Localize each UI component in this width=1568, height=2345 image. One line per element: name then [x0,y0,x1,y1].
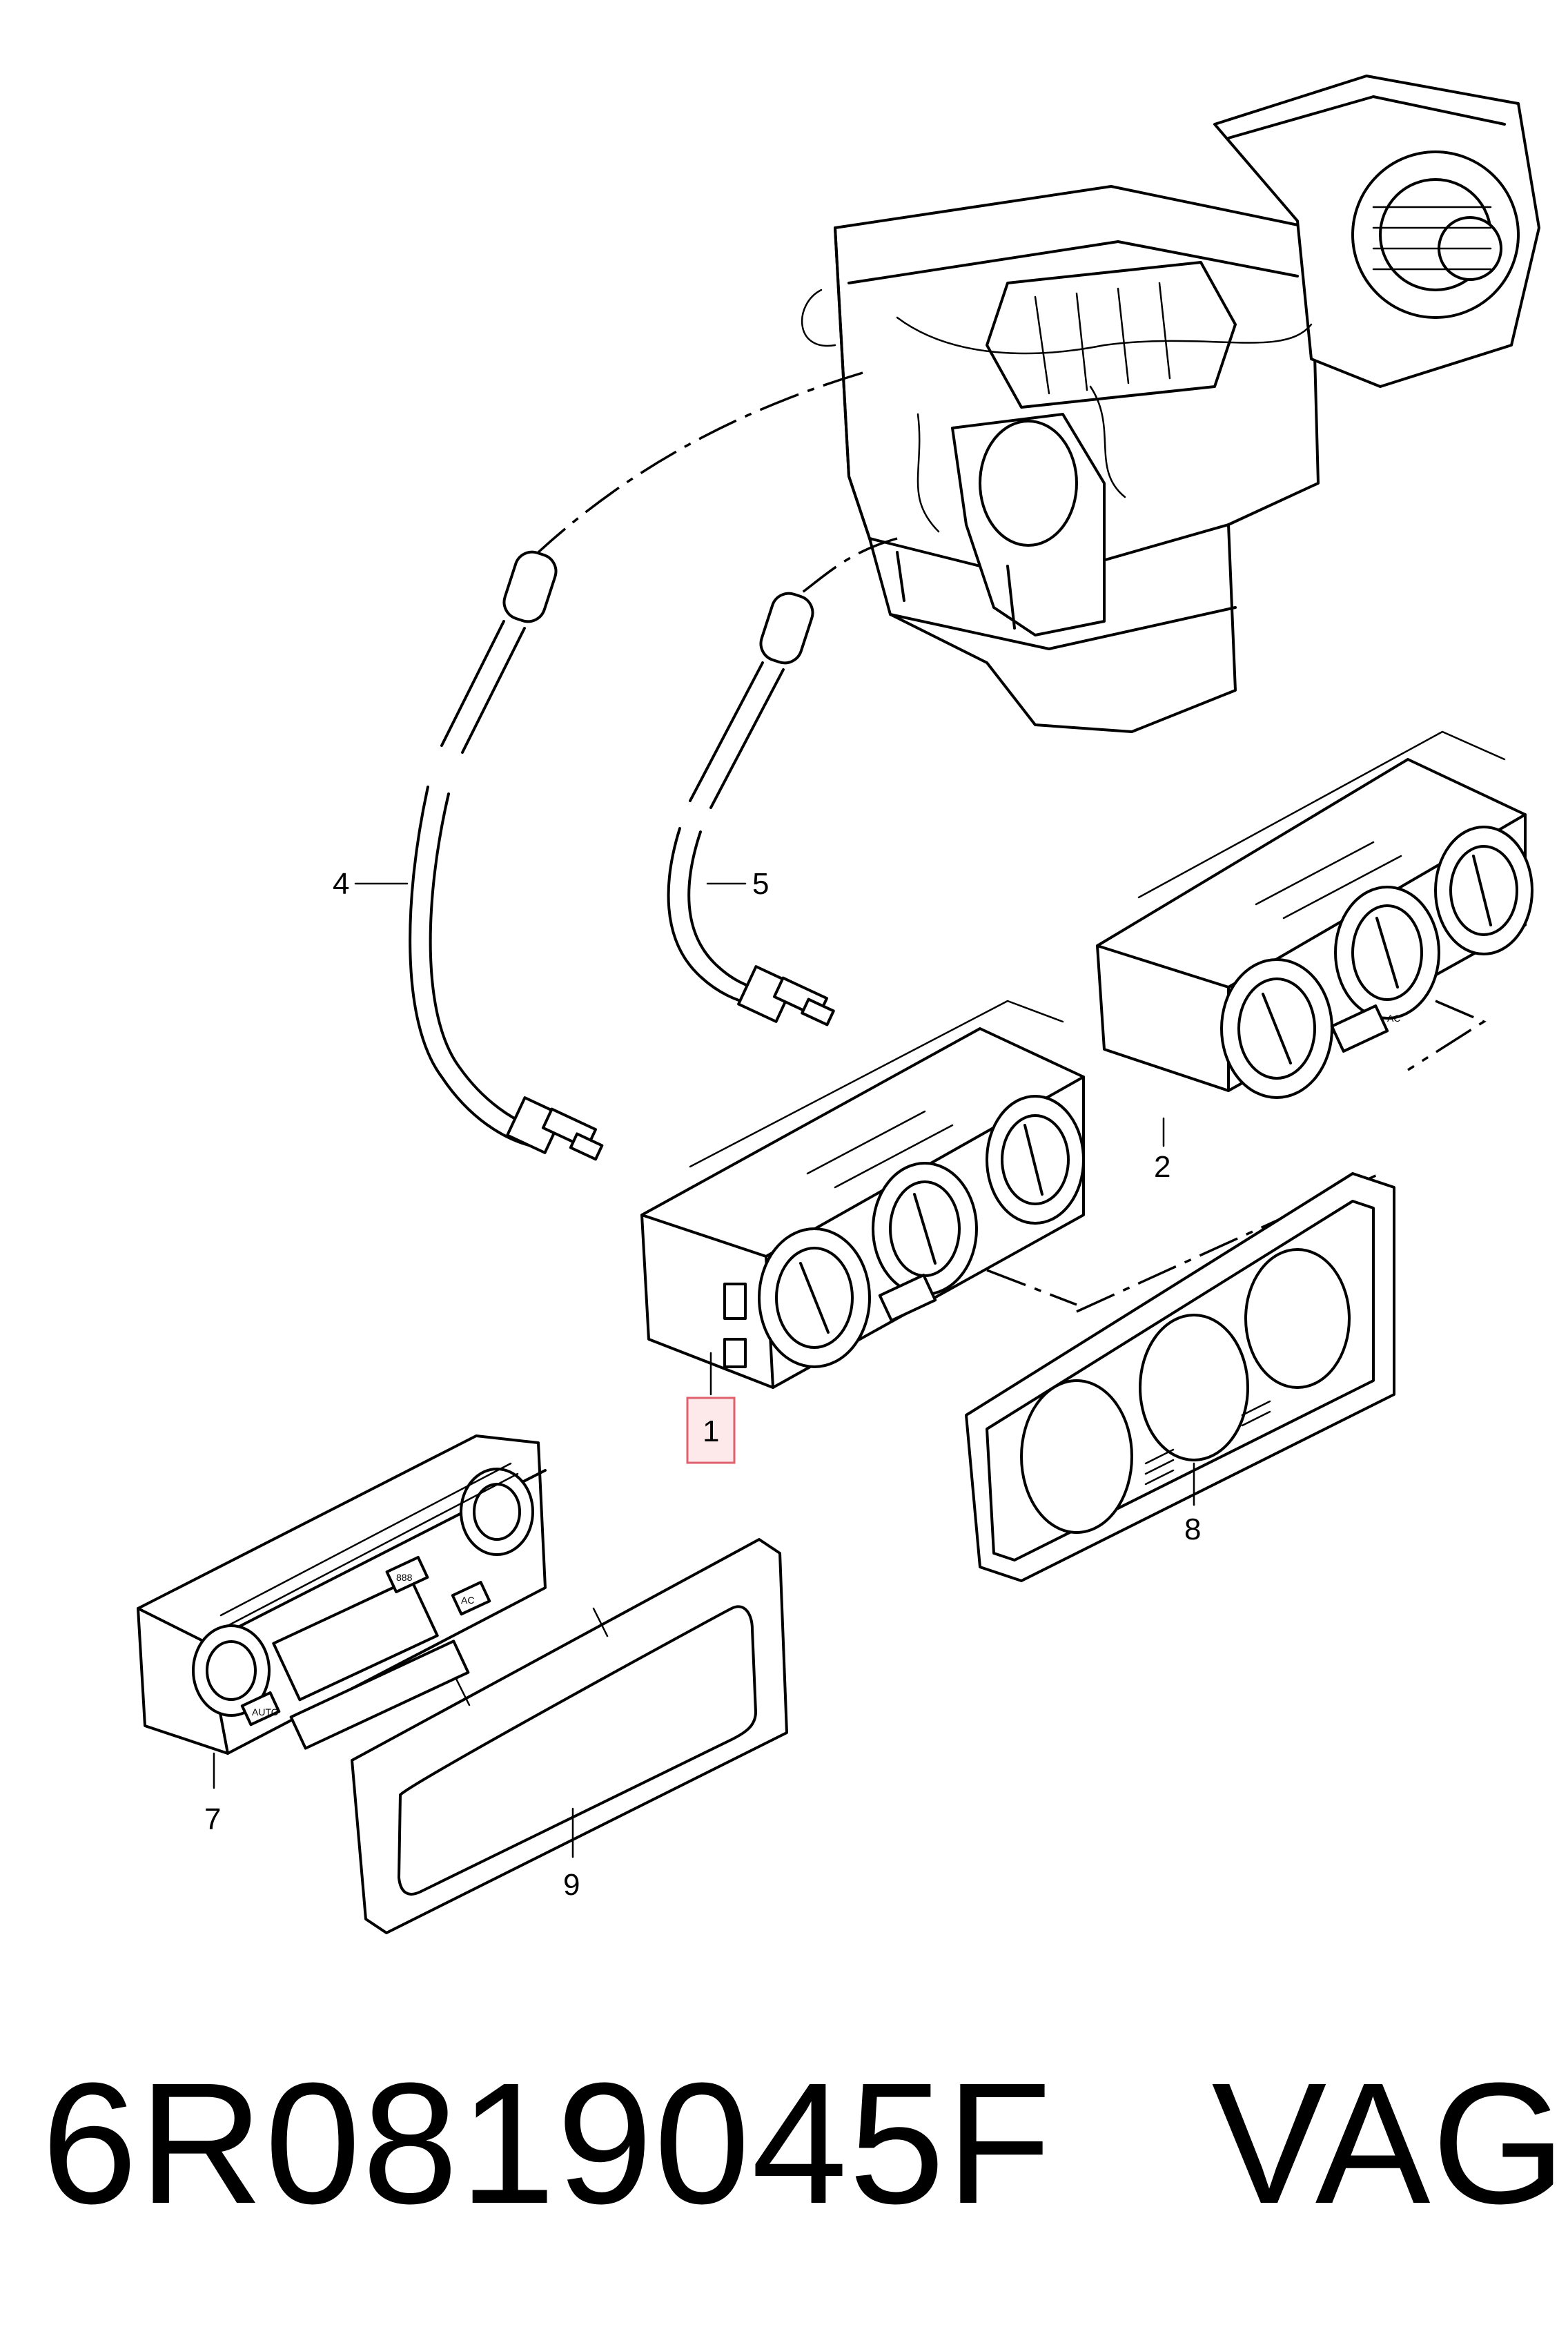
climate-control-unit-1 [640,1000,1085,1389]
callout-5: 5 [752,867,769,901]
callout-4: 4 [333,867,349,901]
display-digits: 888 [396,1572,413,1583]
ac-button-label-unit-7: AC [461,1595,474,1606]
trim-panel-9 [351,1538,788,1934]
part-number: 6R0819045F [41,2047,1053,2239]
dashed-leader-unit-1 [986,1269,1077,1306]
heater-blower-housing [801,75,1540,733]
brand-name: VAG [1211,2047,1567,2239]
climate-control-unit-2: AC [1096,730,1533,1099]
bowden-cable-5 [667,592,835,1026]
callout-1: 1 [703,1414,719,1448]
callout-2: 2 [1154,1150,1170,1184]
dashed-leader-unit-2 [1407,1000,1487,1071]
dashed-leader-cable-5 [799,537,898,595]
part-number-caption: 6R0819045F VAG [41,2030,1566,2257]
callout-7: 7 [204,1802,221,1836]
callout-leader-lines [213,882,1195,1858]
callout-8: 8 [1184,1512,1201,1546]
callout-1-highlight-box [686,1397,736,1464]
auto-button-label: AUTO [252,1706,279,1718]
callout-9: 9 [563,1868,580,1902]
ac-button-label-unit-2: AC [1387,1013,1400,1024]
dashed-leader-cable-4 [537,371,863,554]
trim-panel-8 [965,1172,1395,1582]
bowden-cable-4 [409,550,604,1161]
climatronic-unit-7: AUTO 888 AC [137,1434,547,1755]
